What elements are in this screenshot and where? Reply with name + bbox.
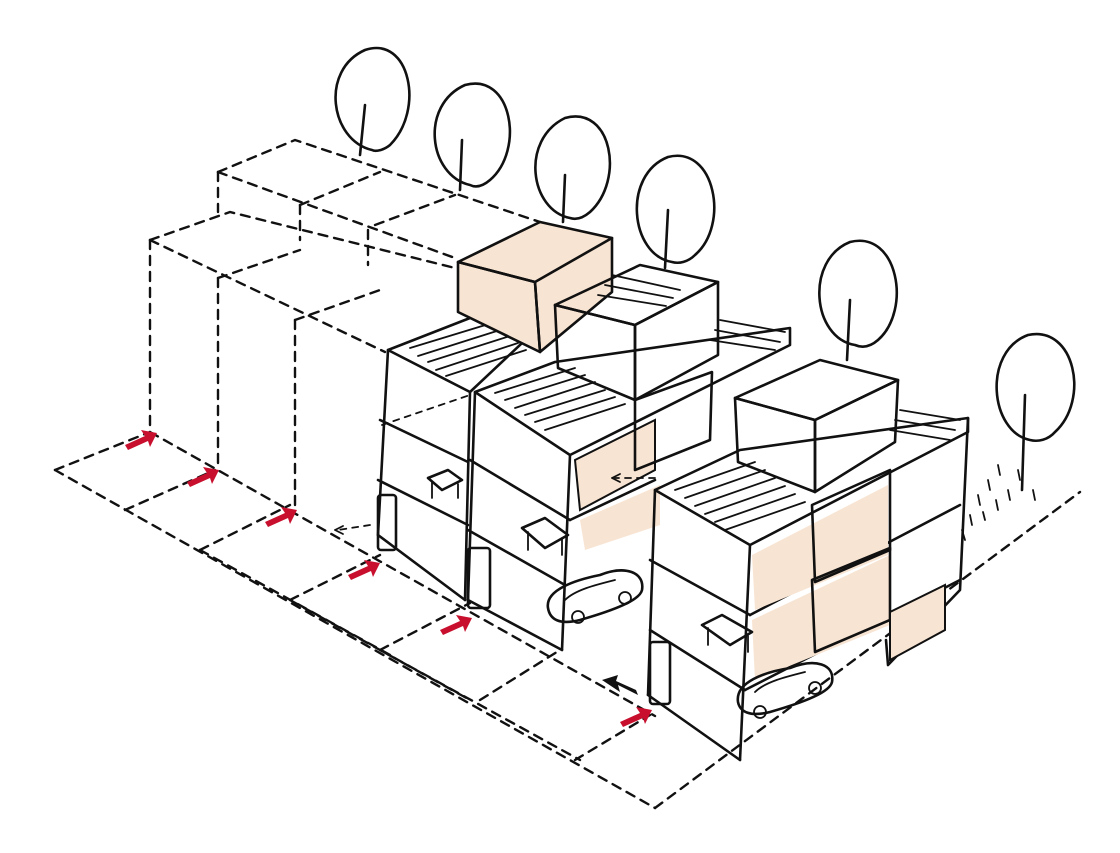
- house-1: [376, 310, 557, 602]
- door-icon: [376, 493, 398, 552]
- tree-icon: [635, 154, 716, 270]
- tree-row: [334, 46, 1076, 492]
- roof-volume: [553, 263, 720, 472]
- house-3: [646, 358, 970, 762]
- red-arrow-icon: [265, 507, 297, 527]
- table-icon: [426, 468, 464, 499]
- tree-icon: [995, 332, 1076, 492]
- tree-icon: [818, 239, 898, 362]
- table-icon: [700, 613, 754, 653]
- circulation-line: [337, 524, 371, 531]
- red-arrow-icon: [187, 467, 219, 487]
- red-arrow-icon: [348, 560, 380, 580]
- entry-arrows: [125, 430, 652, 727]
- house-2: [456, 220, 792, 652]
- table-icon: [520, 516, 570, 556]
- tree-icon: [433, 82, 512, 192]
- tree-icon: [334, 46, 411, 157]
- future-buildings-outline: [148, 138, 542, 507]
- roof-slats: [494, 319, 786, 431]
- red-arrow-icon: [620, 707, 652, 727]
- roof-slats: [674, 409, 961, 531]
- car-icon: [546, 569, 644, 624]
- roof-slats: [409, 322, 527, 377]
- door-icon: [466, 546, 492, 610]
- grass-marks: [961, 464, 1036, 541]
- red-arrow-icon: [440, 615, 472, 635]
- car-icon: [736, 661, 834, 719]
- roof-volume: [456, 220, 614, 354]
- red-arrow-icon: [125, 430, 157, 450]
- door-icon: [648, 640, 672, 706]
- ground-grid: [53, 430, 1082, 810]
- black-arrow-icon: [602, 675, 638, 695]
- tree-icon: [534, 115, 612, 224]
- roof-volume: [733, 358, 900, 494]
